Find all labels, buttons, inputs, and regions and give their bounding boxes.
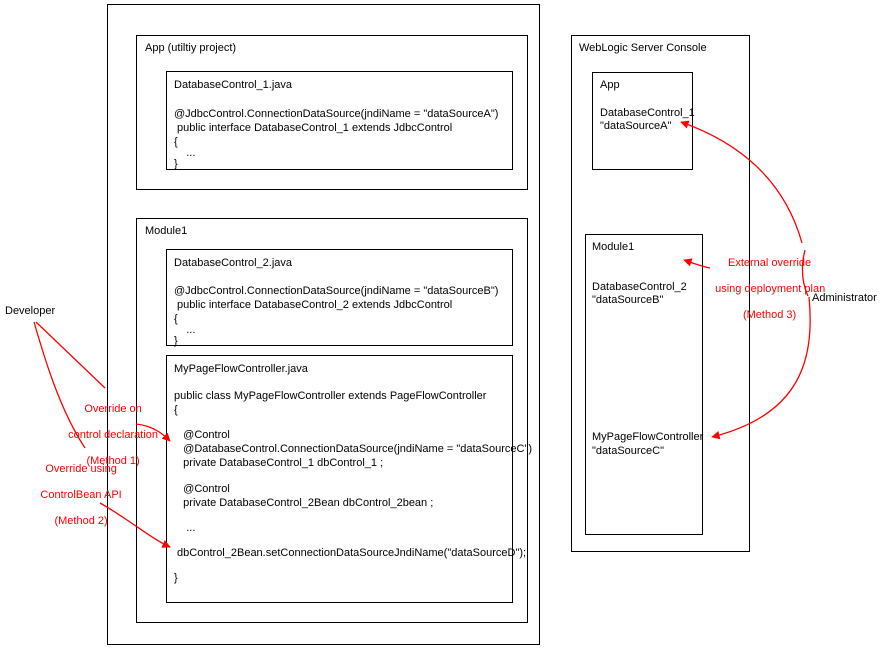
console-app-panel-title: App (600, 79, 620, 91)
console-app-datasource: "dataSourceA" (600, 120, 672, 132)
mypageflowcontroller-code-line-3: @Control (174, 429, 230, 441)
databasecontrol1-code-line-4: } (174, 158, 178, 170)
developer-actor-label: Developer (5, 305, 56, 317)
mypageflowcontroller-code-line-14: } (174, 572, 178, 584)
mypageflowcontroller-code-line-1: { (174, 404, 178, 416)
databasecontrol2-code-line-1: public interface DatabaseControl_2 exten… (174, 299, 453, 311)
console-app-control-name: DatabaseControl_1 (600, 107, 695, 119)
annotation-method3-line2: using deployment plan (715, 283, 826, 295)
weblogic-server-console-box (571, 35, 750, 552)
console-app-panel-box (592, 72, 693, 170)
annotation-method1-line1: Override on (84, 403, 142, 415)
mypageflowcontroller-code-line-4: @DatabaseControl.ConnectionDataSource(jn… (174, 443, 533, 455)
databasecontrol1-code-line-1: public interface DatabaseControl_1 exten… (174, 122, 453, 134)
console-module1-entry-1-datasource: "dataSourceC" (592, 445, 665, 457)
mypageflowcontroller-code-line-0: public class MyPageFlowController extend… (174, 390, 487, 402)
databasecontrol2-code-line-2: { (174, 313, 178, 325)
annotation-method3-line3: (Method 3) (742, 309, 797, 321)
developer-workspace-container (107, 4, 540, 645)
module1-title: Module1 (145, 225, 188, 237)
annotation-method1-line3: (Method 1) (86, 455, 140, 467)
annotation-method3-line1: External override (727, 257, 812, 269)
databasecontrol2-code-line-3: ... (174, 324, 196, 336)
mypageflowcontroller-filename: MyPageFlowController.java (174, 363, 308, 375)
console-module1-panel-box (585, 234, 703, 535)
mypageflowcontroller-code-line-5: private DatabaseControl_1 dbControl_1 ; (174, 457, 384, 469)
arrow-developer-to-method1 (35, 321, 106, 389)
annotation-method1-line2: control declaration (68, 429, 158, 441)
console-module1-panel-title: Module1 (592, 241, 635, 253)
annotation-method2-line1: Override using (45, 463, 117, 475)
weblogic-server-console-title: WebLogic Server Console (579, 42, 707, 54)
mypageflowcontroller-code-line-12: dbControl_2Bean.setConnectionDataSourceJ… (174, 547, 527, 559)
databasecontrol2-file-box (166, 249, 513, 346)
annotation-method2-line2: ControlBean API (40, 489, 122, 501)
module1-box (136, 218, 528, 623)
console-module1-entry-0-datasource: "dataSourceB" (592, 294, 664, 306)
app-utility-project-title: App (utiltiy project) (145, 42, 237, 54)
mypageflowcontroller-code-line-10: ... (174, 522, 196, 534)
databasecontrol1-file-box (166, 71, 513, 170)
databasecontrol2-code-line-4: } (174, 335, 178, 347)
annotation-method2: Override using ControlBean API (Method 2… (20, 450, 136, 528)
mypageflowcontroller-code-line-7: @Control (174, 483, 230, 495)
mypageflowcontroller-code-line-8: private DatabaseControl_2Bean dbControl_… (174, 497, 434, 509)
databasecontrol1-filename: DatabaseControl_1.java (174, 79, 293, 91)
databasecontrol2-filename: DatabaseControl_2.java (174, 257, 293, 269)
databasecontrol1-code-line-3: ... (174, 147, 196, 159)
app-utility-project-box (136, 35, 528, 190)
mypageflowcontroller-file-box (166, 355, 513, 603)
databasecontrol1-code-line-0: @JdbcControl.ConnectionDataSource(jndiNa… (174, 108, 499, 120)
console-module1-entry-0-control-name: DatabaseControl_2 (592, 281, 687, 293)
annotation-method2-line3: (Method 2) (54, 515, 108, 527)
administrator-actor-label: Administrator (812, 292, 877, 304)
databasecontrol1-code-line-2: { (174, 136, 178, 148)
annotation-method3: External override using deployment plan … (709, 244, 826, 322)
databasecontrol2-code-line-0: @JdbcControl.ConnectionDataSource(jndiNa… (174, 285, 499, 297)
console-module1-entry-1-control-name: MyPageFlowController (592, 431, 704, 443)
